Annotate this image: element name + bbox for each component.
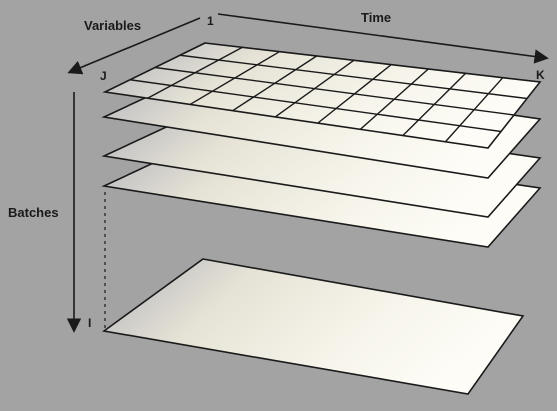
batches-label: Batches — [8, 205, 59, 220]
grid-row-line — [129, 79, 502, 133]
index-time-end: K — [536, 68, 545, 82]
top-sheet-grid — [129, 46, 528, 143]
index-variables-start: 1 — [207, 14, 214, 28]
index-variables-end: J — [100, 69, 107, 83]
grid-row-line — [179, 54, 528, 100]
sheet-bottom — [101, 258, 525, 395]
index-batches-end: I — [88, 316, 91, 330]
variables-axis-arrow — [67, 17, 201, 75]
variables-label: Variables — [84, 18, 141, 33]
time-label: Time — [361, 10, 391, 25]
grid-row-line — [154, 66, 515, 116]
time-axis-arrow — [217, 13, 549, 64]
